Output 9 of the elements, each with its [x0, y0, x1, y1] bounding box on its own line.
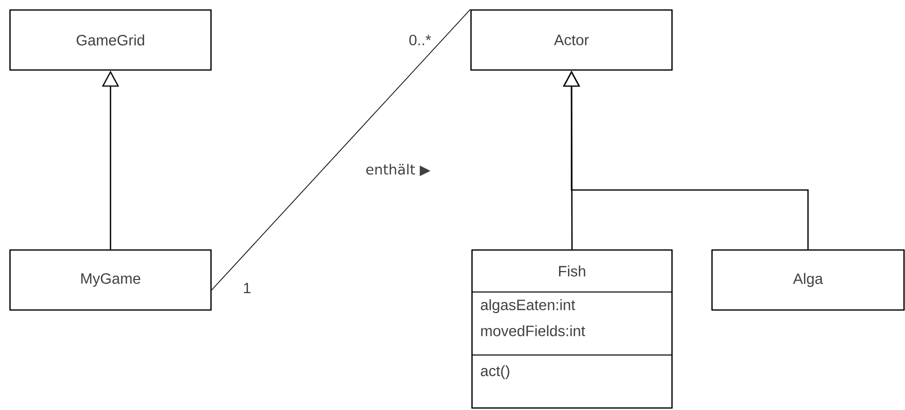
multiplicity-label: 1	[244, 282, 250, 294]
multiplicity-label: 0..*	[409, 34, 432, 46]
class-box: GameGrid	[9, 9, 212, 71]
association-line	[211, 8, 471, 290]
edge-label: enthält ▶	[364, 162, 432, 178]
class-box: Fish algasEaten:int movedFields:int act()	[471, 249, 673, 409]
class-box: MyGame	[9, 249, 212, 311]
class-box: Alga	[711, 249, 905, 311]
class-box: Actor	[470, 9, 673, 71]
